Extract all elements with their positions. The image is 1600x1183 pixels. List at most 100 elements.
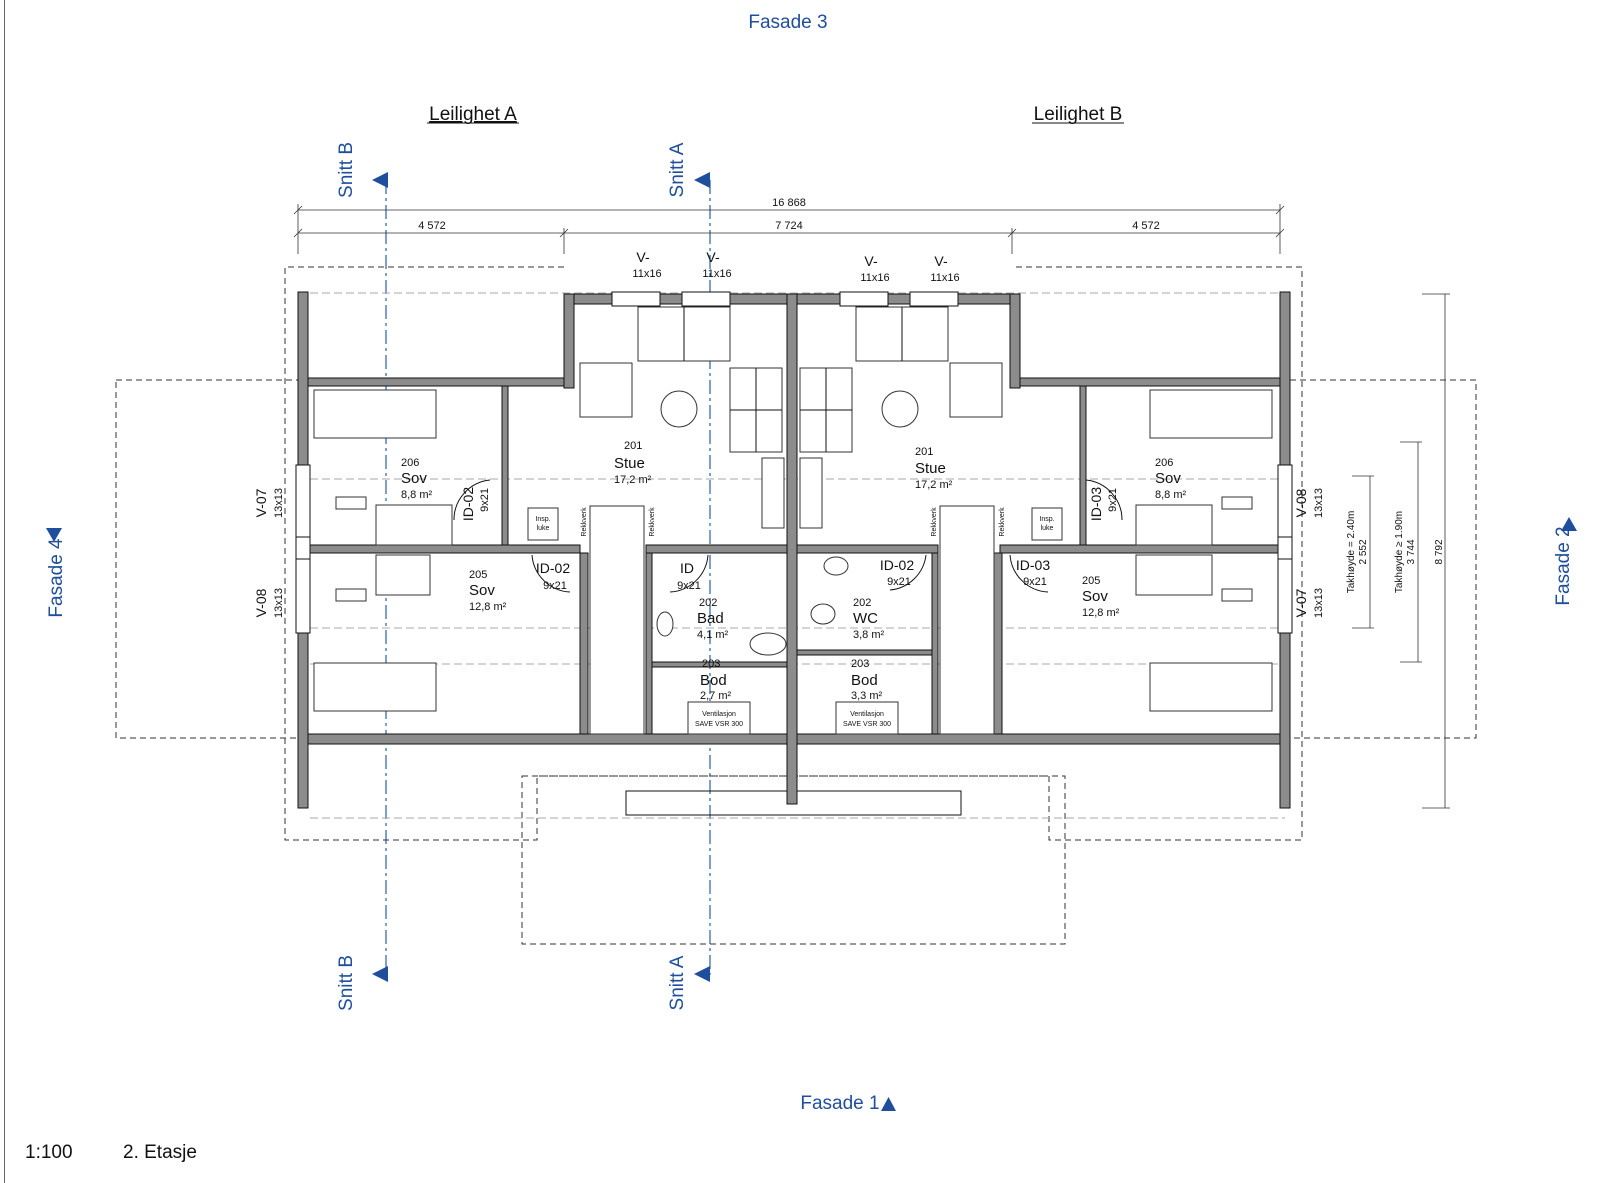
- dim-right: 4 572: [1132, 220, 1160, 232]
- ceiling-190-label: Takhøyde ≥ 1.90m: [1394, 511, 1405, 593]
- room-a-sov206-name: Sov: [401, 470, 427, 487]
- window-size-a2: 11x16: [702, 268, 731, 280]
- insp-hatch-b-line1: Insp.: [1039, 516, 1054, 523]
- room-b-sov205-number: 205: [1082, 575, 1100, 587]
- window-label-b2: V-: [934, 253, 948, 269]
- ceiling-240-label: Takhøyde = 2.40m: [1346, 511, 1357, 594]
- room-b-bod-area: 3,3 m²: [851, 690, 883, 702]
- room-b-stue-name: Stue: [915, 460, 946, 477]
- door-id02-b1: ID-02: [880, 557, 914, 573]
- room-b-wc-area: 3,8 m²: [853, 629, 885, 641]
- window-v08-a: V-08: [253, 588, 269, 617]
- section-a-label-top: Snitt A: [667, 142, 688, 197]
- room-a-stue-name: Stue: [614, 455, 645, 472]
- section-b-arrow-top-icon: [372, 172, 388, 188]
- room-a-stue-number: 201: [624, 440, 642, 452]
- section-a-label-bottom: Snitt A: [667, 955, 688, 1010]
- facade-1-arrow-icon: [881, 1097, 896, 1111]
- window-size-a1: 11x16: [632, 268, 661, 280]
- facade-2-label: Fasade 2: [1553, 526, 1574, 605]
- door-swing-icon: [453, 479, 491, 521]
- room-b-stue-number: 201: [915, 446, 933, 458]
- door-id02-a1: ID-02: [460, 487, 476, 521]
- door-swing-icon: [669, 554, 709, 593]
- door-swing-icon: [531, 554, 571, 593]
- door-id02-a2: ID-02: [536, 560, 570, 576]
- dim-middle: 7 724: [775, 220, 803, 232]
- dimension-top: [293, 204, 1285, 254]
- room-a-sov205-name: Sov: [469, 582, 495, 599]
- insp-hatch-a-line1: Insp.: [535, 516, 550, 523]
- facade-3-label: Fasade 3: [748, 12, 827, 33]
- window-label-a1: V-: [636, 249, 650, 265]
- room-b-sov205-name: Sov: [1082, 588, 1108, 605]
- door-id03-b2: ID-03: [1016, 557, 1050, 573]
- dim-left: 4 572: [418, 220, 446, 232]
- page-left-border: [4, 0, 5, 1183]
- dim-depth: 8 792: [1434, 539, 1445, 564]
- room-b-stue-area: 17,2 m²: [915, 479, 953, 491]
- door-id02-a2-size: 9x21: [543, 580, 567, 592]
- insp-hatch-a-line2: luke: [537, 525, 550, 532]
- window-v07-a-size: 13x13: [273, 488, 285, 518]
- walls: [297, 291, 1291, 809]
- railing-label-a1: Rekkverk: [581, 507, 588, 537]
- window-marks: [295, 291, 1293, 634]
- room-b-sov205-area: 12,8 m²: [1082, 607, 1120, 619]
- window-v08-a-size: 13x13: [273, 588, 285, 618]
- room-b-bod-number: 203: [851, 658, 869, 670]
- room-a-bad-name: Bad: [697, 610, 724, 627]
- room-b-sov206-area: 8,8 m²: [1155, 489, 1187, 501]
- section-a-arrow-bottom-icon: [694, 966, 710, 982]
- section-a-arrow-top-icon: [694, 172, 710, 188]
- room-a-bad-number: 202: [699, 597, 717, 609]
- room-b-wc-name: WC: [853, 610, 878, 627]
- floor-label: 2. Etasje: [123, 1142, 197, 1163]
- unit-a-title: Leilighet A: [429, 104, 517, 125]
- window-label-a2: V-: [706, 249, 720, 265]
- room-b-wc-number: 202: [853, 597, 871, 609]
- insp-hatch-b-line2: luke: [1041, 525, 1054, 532]
- room-b-sov206-number: 206: [1155, 457, 1173, 469]
- section-b-arrow-bottom-icon: [372, 966, 388, 982]
- room-b-sov206-name: Sov: [1155, 470, 1181, 487]
- door-swing-icon: [889, 554, 927, 591]
- ceiling-240-dim: 2 552: [1358, 539, 1369, 564]
- scale-label: 1:100: [25, 1142, 73, 1163]
- railing-label-b1: Rekkverk: [931, 507, 938, 537]
- door-id02-b1-size: 9x21: [887, 576, 911, 588]
- section-b-label-top: Snitt B: [336, 142, 357, 198]
- ceiling-190-dim: 3 744: [1406, 539, 1417, 564]
- railing-label-a2: Rekkverk: [649, 507, 656, 537]
- door-id02-a1-size: 9x21: [479, 488, 491, 512]
- room-a-bod-name: Bod: [700, 672, 727, 689]
- window-v08-b-size: 13x13: [1313, 488, 1325, 518]
- unit-b-title: Leilighet B: [1034, 104, 1123, 125]
- door-id03-b1: ID-03: [1088, 487, 1104, 521]
- window-size-b2: 11x16: [930, 272, 959, 284]
- door-id03-b1-size: 9x21: [1107, 488, 1119, 512]
- furniture: [313, 306, 1273, 735]
- facade-1-label: Fasade 1: [800, 1093, 879, 1114]
- room-a-sov206-number: 206: [401, 457, 419, 469]
- room-a-bod-number: 203: [702, 658, 720, 670]
- ventilation-b-line2: SAVE VSR 300: [843, 721, 891, 728]
- door-id03-b2-size: 9x21: [1023, 576, 1047, 588]
- facade-4-arrow-icon: [46, 528, 62, 542]
- window-v08-b: V-08: [1293, 488, 1309, 517]
- ventilation-a-line1: Ventilasjon: [702, 711, 736, 718]
- door-swing-icon: [1085, 479, 1123, 521]
- window-v07-b: V-07: [1293, 588, 1309, 617]
- door-id-a: ID: [680, 560, 694, 576]
- room-b-bod-name: Bod: [851, 672, 878, 689]
- door-swing-icon: [1009, 554, 1049, 593]
- room-a-bad-area: 4,1 m²: [697, 629, 729, 641]
- ventilation-a-line2: SAVE VSR 300: [695, 721, 743, 728]
- window-v07-a: V-07: [253, 488, 269, 517]
- window-v07-b-size: 13x13: [1313, 588, 1325, 618]
- room-a-sov205-area: 12,8 m²: [469, 601, 507, 613]
- window-label-b1: V-: [864, 253, 878, 269]
- railing-label-b2: Rekkverk: [999, 507, 1006, 537]
- room-a-sov206-area: 8,8 m²: [401, 489, 433, 501]
